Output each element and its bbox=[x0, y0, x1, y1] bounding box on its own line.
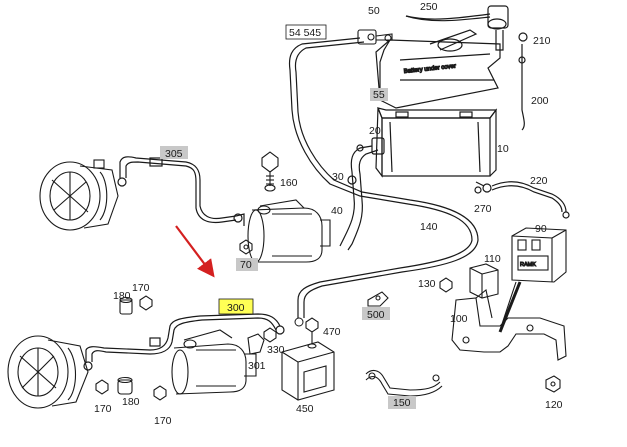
terminal-50 bbox=[357, 29, 393, 45]
bolt-160 bbox=[261, 151, 279, 192]
alternator-lower bbox=[7, 335, 89, 409]
label-305: 305 bbox=[165, 148, 183, 160]
label-300: 300 bbox=[227, 302, 245, 314]
label-170-b: 170 bbox=[94, 403, 112, 415]
terminal-330-301 bbox=[247, 327, 277, 355]
cable-220 bbox=[474, 181, 570, 219]
label-54545: 54 545 bbox=[289, 27, 321, 39]
alternator-upper bbox=[39, 159, 119, 231]
label-301: 301 bbox=[248, 360, 266, 372]
label-10: 10 bbox=[497, 143, 509, 155]
label-70: 70 bbox=[240, 259, 252, 271]
label-40: 40 bbox=[331, 205, 343, 217]
label-100: 100 bbox=[450, 313, 468, 325]
label-120: 120 bbox=[545, 399, 563, 411]
label-250: 250 bbox=[420, 1, 438, 13]
callout-bg-305 bbox=[160, 146, 188, 159]
battery: Battery under cover bbox=[375, 29, 501, 178]
callout-bg-70 bbox=[236, 258, 258, 271]
label-55: 55 bbox=[373, 89, 385, 101]
label-130: 130 bbox=[418, 278, 436, 290]
bracket-500 bbox=[367, 291, 389, 307]
fastener-130 bbox=[439, 277, 453, 293]
label-140: 140 bbox=[420, 221, 438, 233]
parts-170-180-bottom bbox=[95, 376, 167, 401]
label-270: 270 bbox=[474, 203, 492, 215]
cable-250-assembly bbox=[405, 5, 528, 131]
label-30: 30 bbox=[332, 171, 344, 183]
label-180-b: 180 bbox=[122, 396, 140, 408]
starter-upper bbox=[247, 199, 331, 263]
cable-main-run-b bbox=[294, 41, 479, 318]
hose-40 bbox=[339, 137, 385, 251]
label-90: 90 bbox=[535, 223, 547, 235]
label-220: 220 bbox=[530, 175, 548, 187]
label-500: 500 bbox=[367, 309, 385, 321]
label-210: 210 bbox=[533, 35, 551, 47]
starter-lower bbox=[171, 329, 257, 395]
parts-180-170-top bbox=[119, 295, 153, 315]
callout-bg-500 bbox=[362, 307, 390, 320]
label-20: 20 bbox=[369, 125, 381, 137]
label-200: 200 bbox=[531, 95, 549, 107]
label-170-a: 170 bbox=[132, 282, 150, 294]
cable-main-run bbox=[288, 37, 473, 318]
relay-110 bbox=[469, 263, 499, 299]
label-330: 330 bbox=[267, 344, 285, 356]
label-470: 470 bbox=[323, 326, 341, 338]
label-160: 160 bbox=[280, 177, 298, 189]
cable-lower bbox=[83, 313, 285, 371]
callout-bg-300 bbox=[218, 298, 254, 315]
cable-305 bbox=[117, 156, 245, 226]
label-150: 150 bbox=[393, 397, 411, 409]
nut-70 bbox=[239, 239, 253, 255]
bracket-100 bbox=[451, 281, 567, 361]
label-450: 450 bbox=[296, 403, 314, 415]
pointer-arrow bbox=[175, 225, 215, 278]
battery-cover-text: Battery under cover bbox=[404, 64, 457, 75]
fastener-120 bbox=[545, 375, 561, 393]
label-110: 110 bbox=[484, 253, 501, 265]
fuse-box-text: RAMK bbox=[520, 262, 536, 268]
callout-bg-150 bbox=[388, 396, 416, 409]
fuse-box: RAMK bbox=[511, 227, 567, 283]
callout-bg-54545 bbox=[285, 24, 327, 40]
bracket-150 bbox=[365, 369, 443, 397]
label-50: 50 bbox=[368, 5, 380, 17]
label-180-a: 180 bbox=[113, 290, 131, 302]
callout-bg-55 bbox=[370, 88, 388, 101]
bracket-450 bbox=[281, 341, 335, 401]
label-170-c: 170 bbox=[154, 415, 172, 427]
